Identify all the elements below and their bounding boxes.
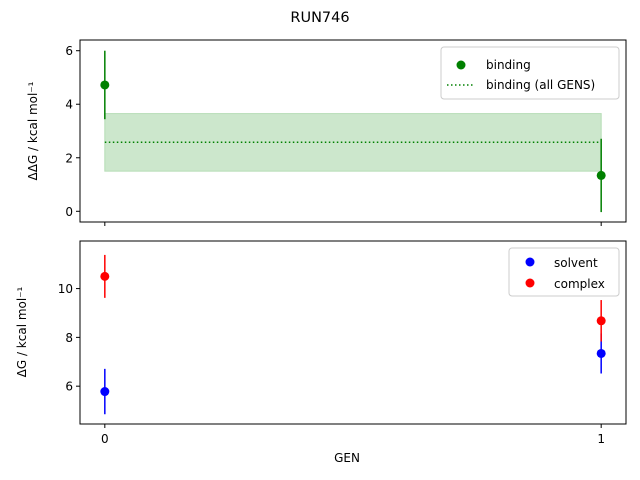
- binding-legend-label: binding: [486, 58, 531, 72]
- dg-y-tick-label: 8: [65, 331, 73, 345]
- binding-mean-band: [104, 113, 602, 172]
- binding-legend-marker: [456, 60, 466, 70]
- complex-legend-label: complex: [554, 277, 605, 291]
- binding-point: [596, 170, 606, 180]
- binding-y-tick-label: 6: [65, 44, 73, 58]
- binding-y-tick-label: 4: [65, 98, 73, 112]
- binding-plot-area: [100, 50, 606, 213]
- binding-axes-frame: [79, 39, 627, 223]
- dg-axes-frame: [79, 240, 627, 425]
- figure-title: RUN746: [290, 10, 349, 26]
- binding-mean-legend-label: binding (all GENS): [486, 78, 595, 92]
- binding-y-ticks: 0 2 4 6: [65, 44, 80, 219]
- complex-legend-marker: [525, 278, 535, 288]
- dg-legend-box: [508, 247, 620, 297]
- dg-plot-area: [100, 254, 606, 415]
- dg-y-tick-label: 10: [58, 282, 73, 296]
- x-tick-label: 1: [597, 432, 605, 446]
- binding-point: [100, 80, 110, 90]
- dg-y-ticks: 6 8 10: [58, 282, 80, 394]
- binding-y-axis-label: ΔΔG / kcal mol⁻¹: [26, 81, 40, 180]
- complex-point: [596, 316, 606, 326]
- dg-y-axis-label: ΔG / kcal mol⁻¹: [15, 286, 29, 377]
- binding-x-ticks: [104, 222, 602, 226]
- dg-legend: solvent complex: [508, 247, 620, 297]
- x-axis-label: GEN: [334, 451, 360, 465]
- complex-point: [100, 271, 110, 281]
- binding-y-tick-label: 0: [65, 205, 73, 219]
- solvent-point: [596, 348, 606, 358]
- solvent-point: [100, 387, 110, 397]
- dg-y-tick-label: 6: [65, 380, 73, 394]
- solvent-legend-label: solvent: [554, 256, 598, 270]
- x-tick-label: 0: [101, 432, 109, 446]
- solvent-legend-marker: [525, 257, 535, 267]
- binding-y-tick-label: 2: [65, 151, 73, 165]
- binding-legend-box: [440, 46, 620, 100]
- binding-panel: 0 2 4 6 ΔΔG / kcal mol⁻¹ binding binding (a…: [26, 39, 627, 226]
- binding-legend: binding binding (all GENS): [440, 46, 620, 100]
